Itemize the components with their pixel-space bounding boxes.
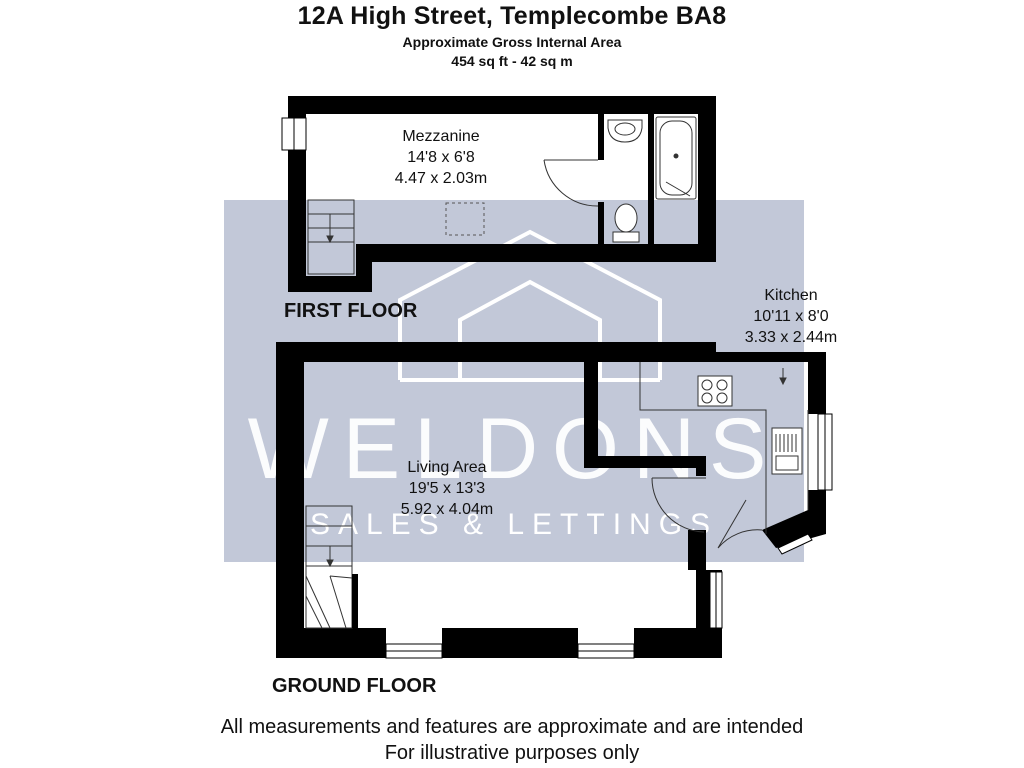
plan-title: 12A High Street, Templecombe BA8 [297, 2, 727, 30]
room-name: Kitchen [764, 287, 818, 304]
room-size-imperial: 10'11 x 8'0 [753, 308, 829, 325]
stair-wall [352, 574, 358, 628]
toilet-icon [612, 203, 640, 243]
basin-icon [607, 119, 643, 143]
ground-floor-windows [385, 413, 833, 659]
room-size-metric: 4.47 x 2.03m [394, 170, 488, 187]
room-label-kitchen: Kitchen 10'11 x 8'0 3.33 x 2.44m [716, 285, 866, 348]
room-name: Mezzanine [402, 128, 480, 145]
disclaimer-line-2: For illustrative purposes only [384, 742, 640, 764]
kitchen-arrow [779, 368, 787, 386]
bath-icon [655, 116, 697, 200]
room-size-metric: 3.33 x 2.44m [744, 329, 838, 346]
room-size-imperial: 14'8 x 6'8 [407, 149, 475, 166]
watermark-tagline: SALES & LETTINGS [309, 508, 719, 541]
hob-icon [697, 375, 733, 407]
front-door [717, 499, 763, 549]
sink-icon [771, 427, 803, 475]
watermark-brand: WELDONS [247, 401, 781, 497]
kitchen-door [651, 477, 706, 533]
room-label-mezzanine: Mezzanine 14'8 x 6'8 4.47 x 2.03m [366, 126, 516, 189]
disclaimer-line-1: All measurements and features are approx… [220, 716, 804, 738]
first-floor-walls [281, 96, 716, 292]
ground-floor-walls [276, 342, 826, 658]
kitchen-worktop [639, 362, 809, 534]
first-floor-label: FIRST FLOOR [284, 300, 418, 322]
bathroom-door [543, 159, 599, 207]
ground-floor-label: GROUND FLOOR [272, 675, 437, 697]
room-name: Living Area [407, 459, 487, 476]
room-size-metric: 5.92 x 4.04m [400, 501, 494, 518]
room-label-living-area: Living Area 19'5 x 13'3 5.92 x 4.04m [372, 457, 522, 520]
area-value: 454 sq ft - 42 sq m [451, 53, 573, 69]
ground-floor-stairs [305, 505, 353, 629]
first-floor-stairs [307, 199, 355, 275]
roof-light [445, 202, 485, 236]
area-caption: Approximate Gross Internal Area [402, 34, 622, 50]
room-size-imperial: 19'5 x 13'3 [408, 480, 486, 497]
